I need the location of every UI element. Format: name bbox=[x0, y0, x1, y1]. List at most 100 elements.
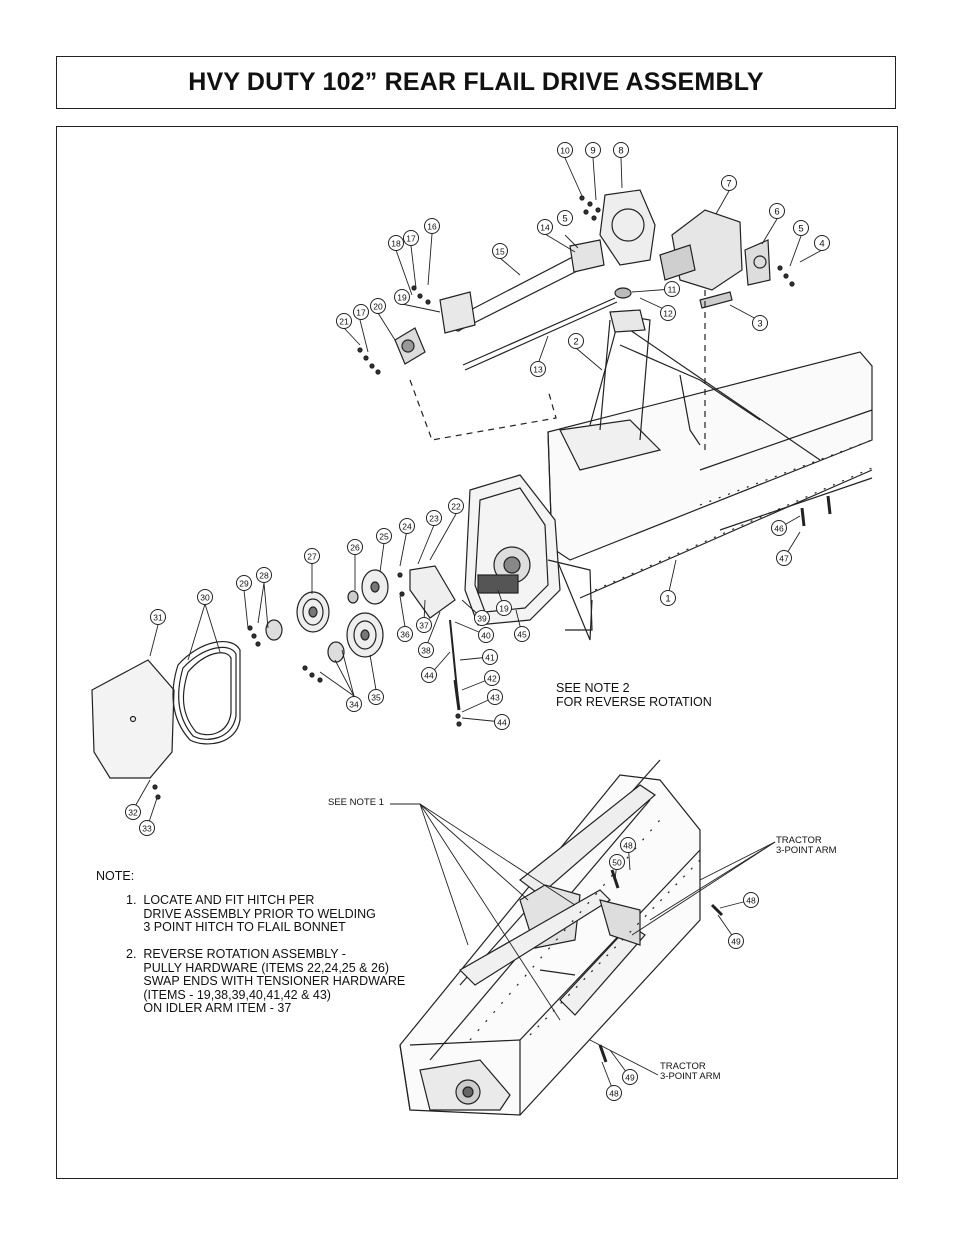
callout-number: 28 bbox=[259, 570, 269, 580]
callout-number: 27 bbox=[307, 551, 317, 561]
callout-number: 18 bbox=[391, 238, 401, 248]
callout-number: 41 bbox=[485, 652, 495, 662]
callout-40: 40 bbox=[478, 627, 494, 643]
callout-6: 6 bbox=[769, 203, 785, 219]
callout-44: 44 bbox=[494, 714, 510, 730]
callout-number: 44 bbox=[424, 670, 434, 680]
callout-number: 37 bbox=[419, 620, 429, 630]
callout-number: 50 bbox=[612, 857, 622, 867]
callout-43: 43 bbox=[487, 689, 503, 705]
callout-27: 27 bbox=[304, 548, 320, 564]
callout-45: 45 bbox=[514, 626, 530, 642]
callout-39: 39 bbox=[474, 610, 490, 626]
callout-19: 19 bbox=[496, 600, 512, 616]
callout-number: 42 bbox=[487, 673, 497, 683]
see-note-1-label: SEE NOTE 1 bbox=[328, 797, 384, 808]
callout-48: 48 bbox=[620, 837, 636, 853]
title-box: HVY DUTY 102” REAR FLAIL DRIVE ASSEMBLY bbox=[56, 56, 896, 109]
callout-number: 6 bbox=[774, 206, 779, 217]
callout-17: 17 bbox=[403, 230, 419, 246]
callout-48: 48 bbox=[743, 892, 759, 908]
callout-35: 35 bbox=[368, 689, 384, 705]
callout-8: 8 bbox=[613, 142, 629, 158]
callout-number: 17 bbox=[356, 307, 366, 317]
callout-number: 9 bbox=[590, 145, 595, 156]
callout-number: 36 bbox=[400, 629, 410, 639]
callout-number: 31 bbox=[153, 612, 163, 622]
callout-number: 10 bbox=[560, 145, 570, 155]
callout-33: 33 bbox=[139, 820, 155, 836]
callout-47: 47 bbox=[776, 550, 792, 566]
callout-16: 16 bbox=[424, 218, 440, 234]
page-title: HVY DUTY 102” REAR FLAIL DRIVE ASSEMBLY bbox=[188, 68, 764, 96]
callout-number: 49 bbox=[731, 936, 741, 946]
flail-deck-upper bbox=[547, 309, 873, 641]
callout-5: 5 bbox=[557, 210, 573, 226]
callout-42: 42 bbox=[484, 670, 500, 686]
callout-number: 39 bbox=[477, 613, 487, 623]
callout-26: 26 bbox=[347, 539, 363, 555]
diagram-frame bbox=[56, 126, 898, 1179]
callout-number: 1 bbox=[665, 593, 670, 604]
callout-number: 4 bbox=[819, 238, 824, 249]
callout-14: 14 bbox=[537, 219, 553, 235]
callout-number: 43 bbox=[490, 692, 500, 702]
callout-13: 13 bbox=[530, 361, 546, 377]
callout-50: 50 bbox=[609, 854, 625, 870]
callout-number: 46 bbox=[774, 523, 784, 533]
callout-number: 8 bbox=[618, 145, 623, 156]
callout-34: 34 bbox=[346, 696, 362, 712]
callout-25: 25 bbox=[376, 528, 392, 544]
callout-number: 11 bbox=[668, 284, 677, 294]
callout-number: 35 bbox=[371, 692, 381, 702]
callout-37: 37 bbox=[416, 617, 432, 633]
callout-29: 29 bbox=[236, 575, 252, 591]
callout-number: 23 bbox=[429, 513, 439, 523]
callout-22: 22 bbox=[448, 498, 464, 514]
callout-number: 2 bbox=[573, 336, 578, 347]
tractor-arm-top-label: TRACTOR 3-POINT ARM bbox=[776, 835, 837, 856]
flail-deck-lower bbox=[399, 759, 724, 1116]
callout-number: 17 bbox=[406, 233, 416, 243]
callout-number: 40 bbox=[481, 630, 491, 640]
callout-3: 3 bbox=[752, 315, 768, 331]
callout-31: 31 bbox=[150, 609, 166, 625]
callout-number: 49 bbox=[625, 1072, 635, 1082]
callout-11: 11 bbox=[664, 281, 680, 297]
callout-number: 3 bbox=[757, 318, 762, 329]
tractor-arm-bottom-label: TRACTOR 3-POINT ARM bbox=[660, 1061, 721, 1082]
pulley-housing bbox=[464, 474, 593, 631]
bolts-46-47 bbox=[800, 495, 832, 527]
callout-24: 24 bbox=[399, 518, 415, 534]
callout-36: 36 bbox=[397, 626, 413, 642]
callout-19: 19 bbox=[394, 289, 410, 305]
callout-12: 12 bbox=[660, 305, 676, 321]
callout-number: 48 bbox=[746, 895, 756, 905]
callout-number: 44 bbox=[497, 717, 507, 727]
callout-number: 30 bbox=[200, 592, 210, 602]
callout-number: 48 bbox=[609, 1088, 619, 1098]
notes-heading: NOTE: bbox=[96, 869, 135, 883]
callout-46: 46 bbox=[771, 520, 787, 536]
callout-5: 5 bbox=[793, 220, 809, 236]
callout-15: 15 bbox=[492, 243, 508, 259]
callout-number: 29 bbox=[239, 578, 249, 588]
callout-number: 5 bbox=[798, 223, 803, 234]
callout-number: 12 bbox=[663, 308, 673, 318]
callout-number: 34 bbox=[349, 699, 359, 709]
callout-30: 30 bbox=[197, 589, 213, 605]
callout-number: 13 bbox=[533, 364, 543, 374]
see-note-2-label: SEE NOTE 2 FOR REVERSE ROTATION bbox=[556, 681, 712, 709]
note-2: 2. REVERSE ROTATION ASSEMBLY - PULLY HAR… bbox=[126, 947, 406, 1015]
callout-49: 49 bbox=[622, 1069, 638, 1085]
callout-number: 19 bbox=[397, 292, 407, 302]
note-1: 1. LOCATE AND FIT HITCH PER DRIVE ASSEMB… bbox=[126, 893, 376, 934]
callout-28: 28 bbox=[256, 567, 272, 583]
callout-10: 10 bbox=[557, 142, 573, 158]
callout-number: 16 bbox=[427, 221, 437, 231]
callout-number: 15 bbox=[495, 246, 505, 256]
callout-38: 38 bbox=[418, 642, 434, 658]
callout-number: 5 bbox=[562, 213, 567, 224]
callout-44: 44 bbox=[421, 667, 437, 683]
